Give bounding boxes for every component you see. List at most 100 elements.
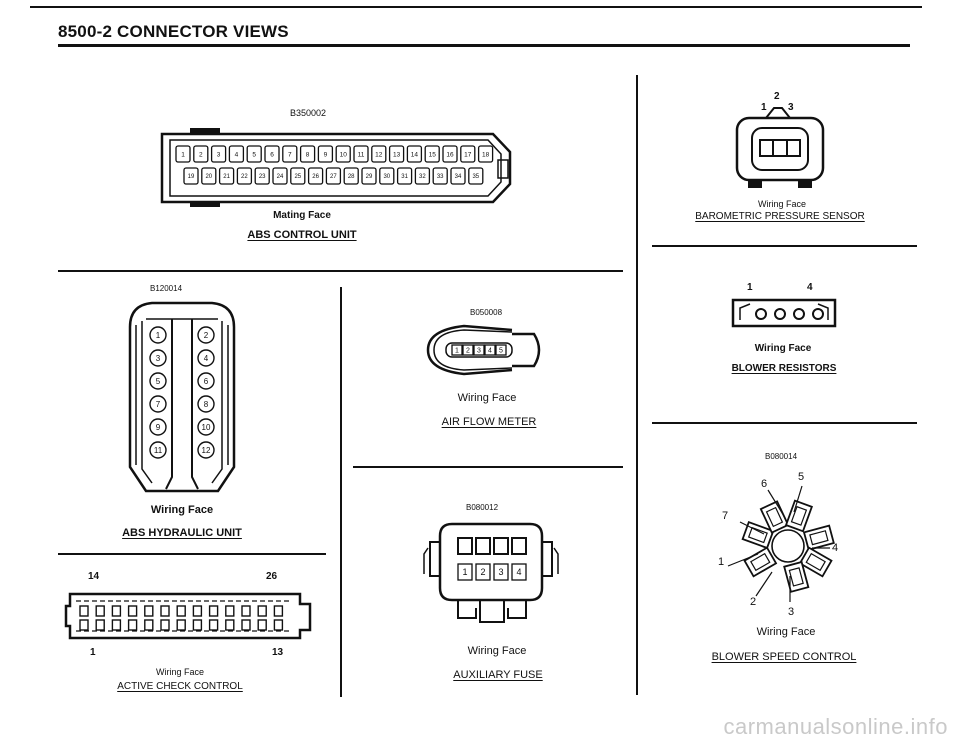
- top-rule: [30, 6, 922, 8]
- blower-res-pin-4: 4: [807, 282, 813, 293]
- svg-text:31: 31: [401, 174, 408, 180]
- blower-speed-pin-5: 5: [798, 471, 805, 483]
- abs-control-pin-30: 30: [379, 167, 395, 185]
- svg-text:30: 30: [383, 174, 390, 180]
- active-check-name: ACTIVE CHECK CONTROL: [117, 681, 243, 692]
- svg-text:4: 4: [488, 348, 492, 355]
- svg-text:4: 4: [235, 151, 239, 158]
- aux-fuse-pin-2: 2: [475, 563, 491, 581]
- aux-fuse-name: AUXILIARY FUSE: [453, 669, 543, 681]
- svg-text:2: 2: [480, 567, 485, 577]
- active-check-pin-slot-18: [144, 605, 154, 617]
- abs-control-pin-14: 14: [406, 145, 423, 163]
- svg-text:1: 1: [181, 151, 185, 158]
- air-flow-code: B050008: [470, 308, 503, 317]
- vertical-divider-middle: [340, 287, 342, 697]
- baro-pin-3: 3: [788, 102, 794, 113]
- svg-text:21: 21: [223, 174, 230, 180]
- svg-text:27: 27: [330, 174, 337, 180]
- active-check-pin-slot-11: [241, 619, 251, 631]
- blower-res-face: Wiring Face: [754, 343, 812, 354]
- active-check-pin-slot-25: [257, 605, 267, 617]
- abs-control-pin-3: 3: [210, 145, 227, 163]
- svg-text:17: 17: [464, 151, 472, 158]
- blower-speed-pin-2: 2: [750, 596, 757, 608]
- svg-text:23: 23: [259, 174, 266, 180]
- active-check-pin-slot-14: [79, 605, 89, 617]
- svg-text:3: 3: [477, 348, 481, 355]
- aux-fuse-pin-1: 1: [457, 563, 473, 581]
- abs-hydraulic-code: B120014: [150, 284, 183, 293]
- svg-text:12: 12: [375, 151, 383, 158]
- blower-speed-pin-slot-3: [784, 499, 814, 533]
- active-check-pin-slot-16: [111, 605, 122, 617]
- svg-text:13: 13: [393, 151, 401, 158]
- svg-text:18: 18: [482, 151, 490, 158]
- active-check-pin-slot-6: [160, 619, 170, 631]
- horizontal-divider-top-left: [58, 270, 623, 272]
- abs-hydraulic-pin-8: 8: [197, 395, 215, 413]
- abs-hydraulic-pin-5: 5: [149, 372, 167, 390]
- svg-text:11: 11: [154, 446, 163, 455]
- active-check-pin-slot-12: [257, 619, 267, 631]
- blower-res-name: BLOWER RESISTORS: [731, 363, 837, 374]
- active-check-pin-slot-22: [208, 605, 219, 617]
- active-check-pin-1: 1: [90, 647, 96, 658]
- abs-control-pin-33: 33: [432, 167, 448, 185]
- horizontal-divider-right-2: [652, 422, 917, 424]
- header-rule: [58, 44, 910, 47]
- air-flow-pin-2: 2: [462, 344, 474, 356]
- aux-fuse-pin-3: 3: [493, 563, 509, 581]
- active-check-pin-slot-20: [176, 605, 186, 617]
- blower-speed-pin-3: 3: [788, 606, 795, 618]
- abs-control-pin-34: 34: [450, 167, 466, 185]
- baro-connector: [735, 107, 825, 188]
- blower-speed-spokes: [741, 499, 835, 593]
- active-check-pins: [79, 605, 284, 631]
- blower-res-pin-1: 1: [747, 282, 753, 293]
- active-check-pin-slot-26: [273, 605, 284, 617]
- abs-control-name: ABS CONTROL UNIT: [247, 229, 357, 241]
- abs-control-pin-1: 1: [175, 145, 191, 163]
- svg-text:24: 24: [277, 174, 284, 180]
- abs-control-pin-32: 32: [414, 167, 431, 185]
- svg-text:9: 9: [324, 151, 328, 158]
- blower-speed-pin-7: 7: [722, 510, 729, 522]
- active-check-pin-slot-17: [127, 605, 138, 617]
- svg-text:7: 7: [288, 151, 292, 158]
- svg-text:19: 19: [188, 174, 195, 180]
- active-check-pin-slot-19: [160, 605, 170, 617]
- svg-text:6: 6: [270, 151, 274, 158]
- svg-text:5: 5: [499, 348, 503, 355]
- abs-control-pin-5: 5: [246, 145, 262, 163]
- blower-speed-pin-slot-5: [798, 546, 833, 578]
- abs-control-pin-8: 8: [299, 145, 316, 163]
- horizontal-divider-left: [58, 553, 326, 555]
- abs-control-pin-24: 24: [272, 167, 288, 185]
- svg-text:33: 33: [437, 174, 444, 180]
- baro-face: Wiring Face: [757, 199, 806, 209]
- abs-hydraulic-pin-9: 9: [149, 418, 167, 436]
- aux-fuse-pin-4: 4: [511, 563, 527, 581]
- abs-control-pin-13: 13: [388, 145, 405, 163]
- baro-pin-1: 1: [761, 102, 767, 113]
- active-check-pin-slot-13: [273, 619, 284, 631]
- abs-control-pin-10: 10: [335, 145, 351, 163]
- abs-hydraulic-pin-4: 4: [197, 349, 215, 367]
- aux-fuse-code: B080012: [466, 503, 499, 512]
- abs-control-pin-17: 17: [460, 145, 476, 163]
- abs-hydraulic-pin-7: 7: [149, 395, 167, 413]
- svg-text:7: 7: [156, 400, 161, 409]
- svg-text:5: 5: [156, 377, 161, 386]
- active-check-pin-26: 26: [266, 571, 278, 582]
- abs-hydraulic-pin-10: 10: [197, 418, 215, 436]
- abs-hydraulic-pin-6: 6: [197, 372, 215, 390]
- svg-text:28: 28: [348, 174, 355, 180]
- abs-control-pin-18: 18: [477, 145, 494, 163]
- abs-control-pin-28: 28: [343, 167, 359, 185]
- abs-control-pin-6: 6: [264, 145, 280, 163]
